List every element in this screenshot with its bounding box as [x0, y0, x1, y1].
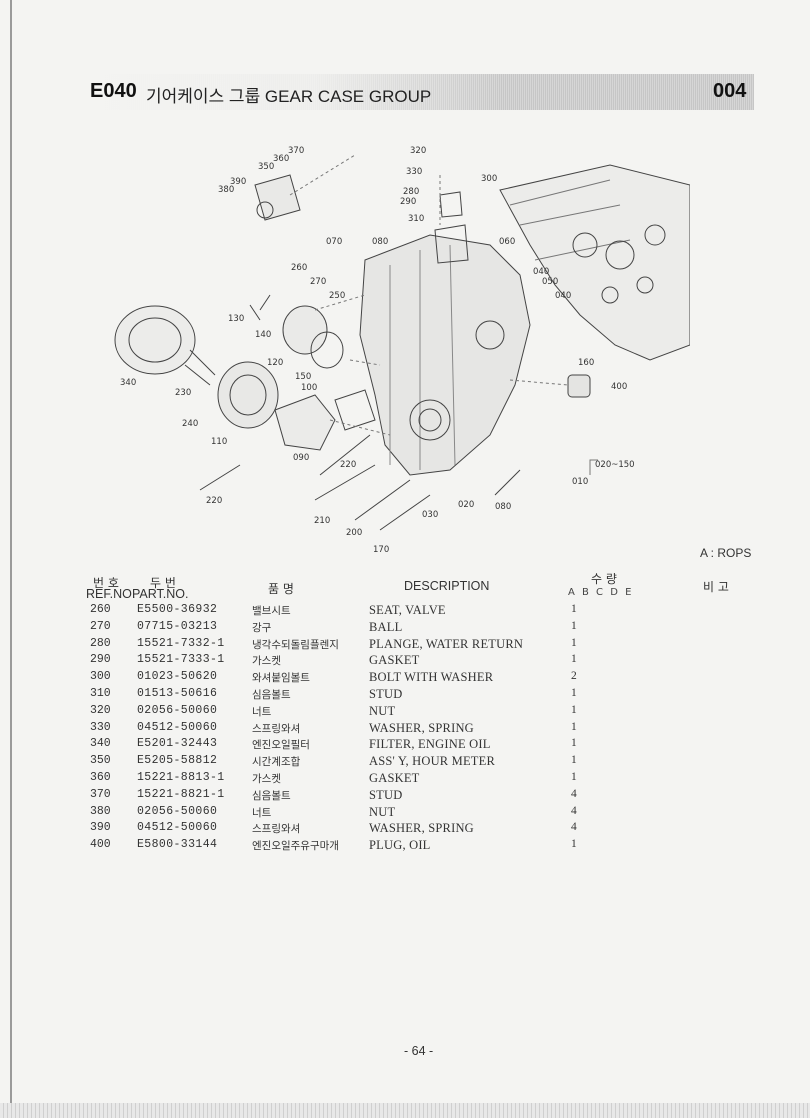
- callout-220a: 220: [340, 460, 356, 470]
- callout-080: 080: [372, 237, 388, 247]
- callout-050: 050: [542, 277, 558, 287]
- callout-020-150: 020~150: [595, 460, 635, 470]
- header-ref-kor: 번 호: [93, 576, 119, 590]
- callout-370: 370: [288, 146, 304, 156]
- callout-250: 250: [329, 291, 345, 301]
- header-name-kor: 품 명: [268, 582, 294, 596]
- page-number: - 64 -: [404, 1044, 434, 1058]
- header-part-kor: 두 번: [150, 576, 176, 590]
- callout-140: 140: [255, 330, 271, 340]
- callout-010: 010: [572, 477, 588, 487]
- header-qty-kor: 수 량: [591, 572, 617, 586]
- group-title: 기어케이스 그룹 GEAR CASE GROUP: [146, 87, 432, 106]
- callout-330: 330: [406, 167, 422, 177]
- callout-310: 310: [408, 214, 424, 224]
- callout-380: 380: [218, 185, 234, 195]
- callout-390: 390: [230, 177, 246, 187]
- callout-340: 340: [120, 378, 136, 388]
- callout-100: 100: [301, 383, 317, 393]
- callout-400: 400: [611, 382, 627, 392]
- callout-150: 150: [295, 372, 311, 382]
- callout-030: 030: [422, 510, 438, 520]
- header-description: DESCRIPTION: [404, 579, 490, 593]
- callout-360: 360: [273, 154, 289, 164]
- header-qty-columns: A B C D E: [568, 587, 632, 598]
- callout-110: 110: [211, 437, 227, 447]
- group-page-code: 004: [713, 80, 747, 102]
- header-remarks-kor: 비 고: [703, 580, 729, 594]
- callout-260: 260: [291, 263, 307, 273]
- callout-230: 230: [175, 388, 191, 398]
- callout-290: 290: [400, 197, 416, 207]
- callout-060: 060: [499, 237, 515, 247]
- callout-350: 350: [258, 162, 274, 172]
- callout-040b: 040: [555, 291, 571, 301]
- callout-080b: 080: [495, 502, 511, 512]
- group-code: E040: [90, 80, 137, 102]
- callout-020: 020: [458, 500, 474, 510]
- callout-240: 240: [182, 419, 198, 429]
- page-edge-line: [10, 0, 12, 1118]
- header-bar: [84, 74, 754, 110]
- callout-090: 090: [293, 453, 309, 463]
- exploded-parts-diagram: 370 360 350 390 380 320 330 300 280 290 …: [114, 146, 690, 555]
- callout-200: 200: [346, 528, 362, 538]
- callout-040a: 040: [533, 267, 549, 277]
- callout-280: 280: [403, 187, 419, 197]
- scan-bottom-edge: [0, 1103, 810, 1118]
- callout-070: 070: [326, 237, 342, 247]
- callout-220b: 220: [206, 496, 222, 506]
- callout-160: 160: [578, 358, 594, 368]
- header-ref-en: REF.NO.: [86, 587, 136, 601]
- callout-300: 300: [481, 174, 497, 184]
- header-part-en: PART.NO.: [132, 587, 189, 601]
- callout-120: 120: [267, 358, 283, 368]
- rops-legend-note: A : ROPS: [700, 546, 752, 560]
- callout-210: 210: [314, 516, 330, 526]
- callout-130: 130: [228, 314, 244, 324]
- callout-170: 170: [373, 545, 389, 555]
- callout-270: 270: [310, 277, 326, 287]
- callout-320: 320: [410, 146, 426, 156]
